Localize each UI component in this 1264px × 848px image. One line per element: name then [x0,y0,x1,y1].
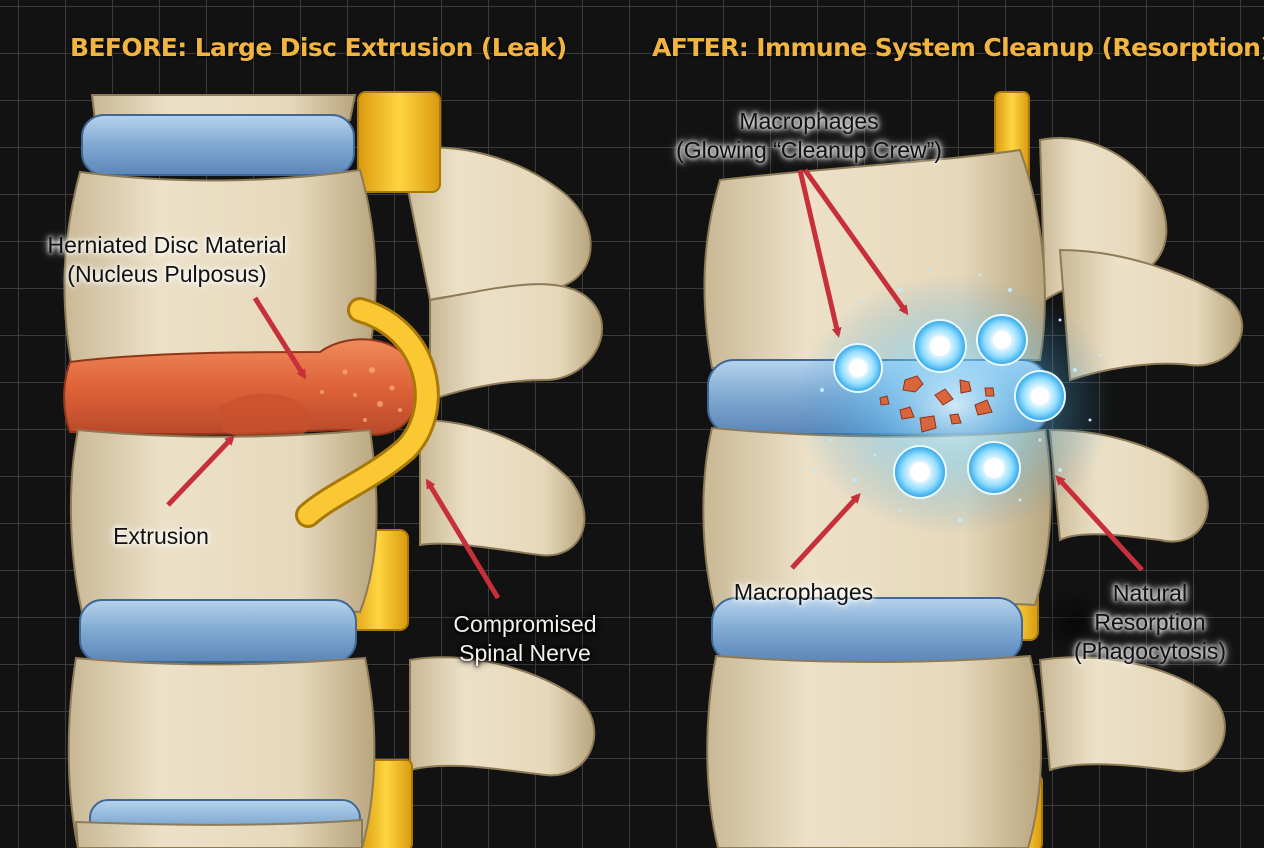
label-macrophages-bottom: Macrophages [733,579,874,605]
macrophage-cluster [795,268,1115,535]
arrow-macro-top-1 [797,169,842,338]
spinous-processes-left [398,146,603,777]
arrow-herniated [252,296,307,380]
arrow-resorption [1055,475,1144,572]
arrow-macro-bottom [790,493,861,570]
before-arrows [166,296,501,600]
before-title: BEFORE: Large Disc Extrusion (Leak) [70,33,567,62]
particles [813,268,1102,522]
label-macrophages-top: Macrophages (Glowing “Cleanup Crew”) [676,108,942,163]
vertebra-right-3 [706,654,1042,848]
macrophage-cells [833,314,1066,499]
after-title: AFTER: Immune System Cleanup (Resorption… [652,33,1264,62]
disc-left-1 [81,114,355,176]
label-herniated-disc: Herniated Disc Material (Nucleus Pulposu… [47,232,287,287]
disc-left-3 [79,599,357,663]
arrow-macro-top-2 [802,168,909,316]
label-compromised-nerve: Compromised Spinal Nerve [453,611,597,666]
label-natural-resorption: Natural Resorption (Phagocytosis) [1073,580,1227,664]
after-arrows [790,168,1144,572]
before-spine [63,91,603,848]
label-extrusion: Extrusion [113,523,209,549]
disc-right-2 [711,597,1023,663]
disc-fragments [879,375,995,433]
arrow-extrusion [166,435,235,507]
arrow-nerve [425,478,501,600]
spinal-cord-left [357,91,441,193]
vertebra-left-3 [69,428,378,614]
